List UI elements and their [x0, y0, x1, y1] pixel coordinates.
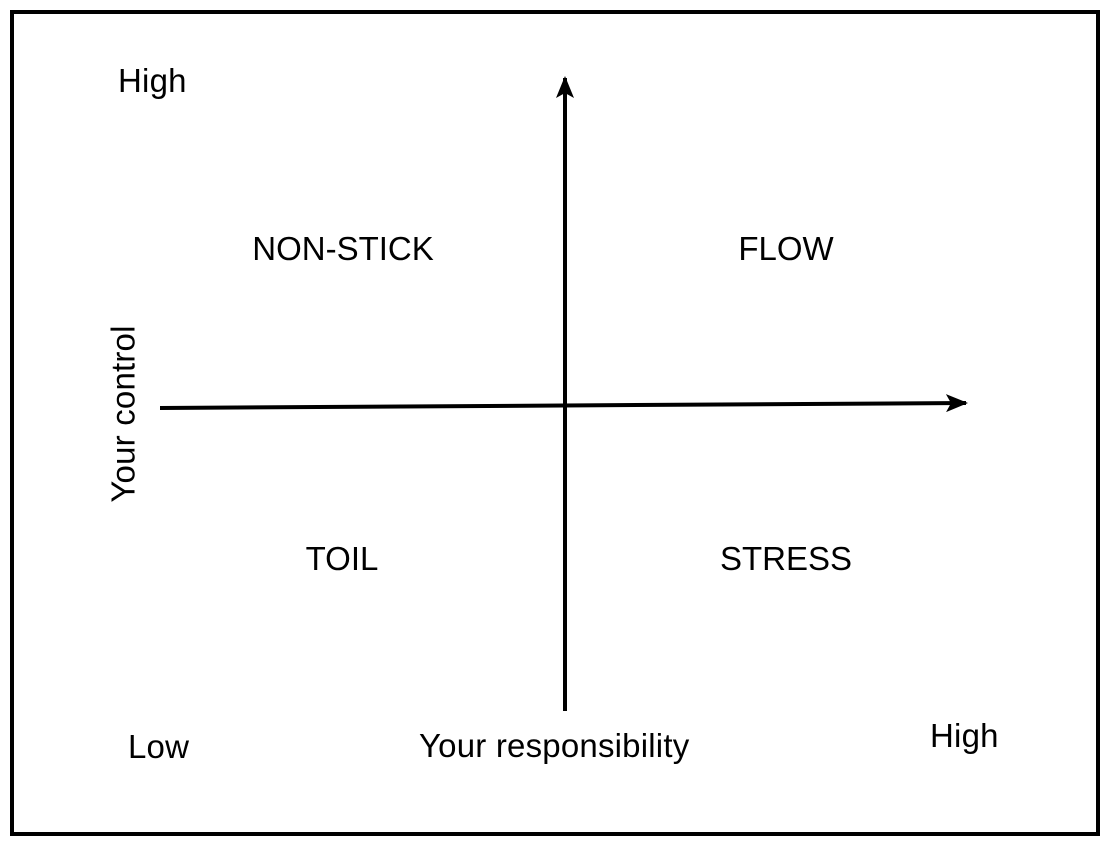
quadrant-top-right-label: FLOW: [738, 230, 834, 267]
x-axis-high-label: High: [930, 717, 999, 754]
axis-low-label: Low: [128, 728, 190, 765]
quadrant-bottom-left-label: TOIL: [305, 540, 379, 577]
quadrant-bottom-right-label: STRESS: [719, 540, 853, 577]
x-axis-title: Your responsibility: [419, 727, 690, 764]
y-axis-high-label: High: [118, 62, 187, 99]
quadrant-top-left-label: NON-STICK: [252, 230, 434, 267]
y-axis-title: Your control: [104, 325, 142, 503]
diagram-frame: [10, 10, 1100, 836]
